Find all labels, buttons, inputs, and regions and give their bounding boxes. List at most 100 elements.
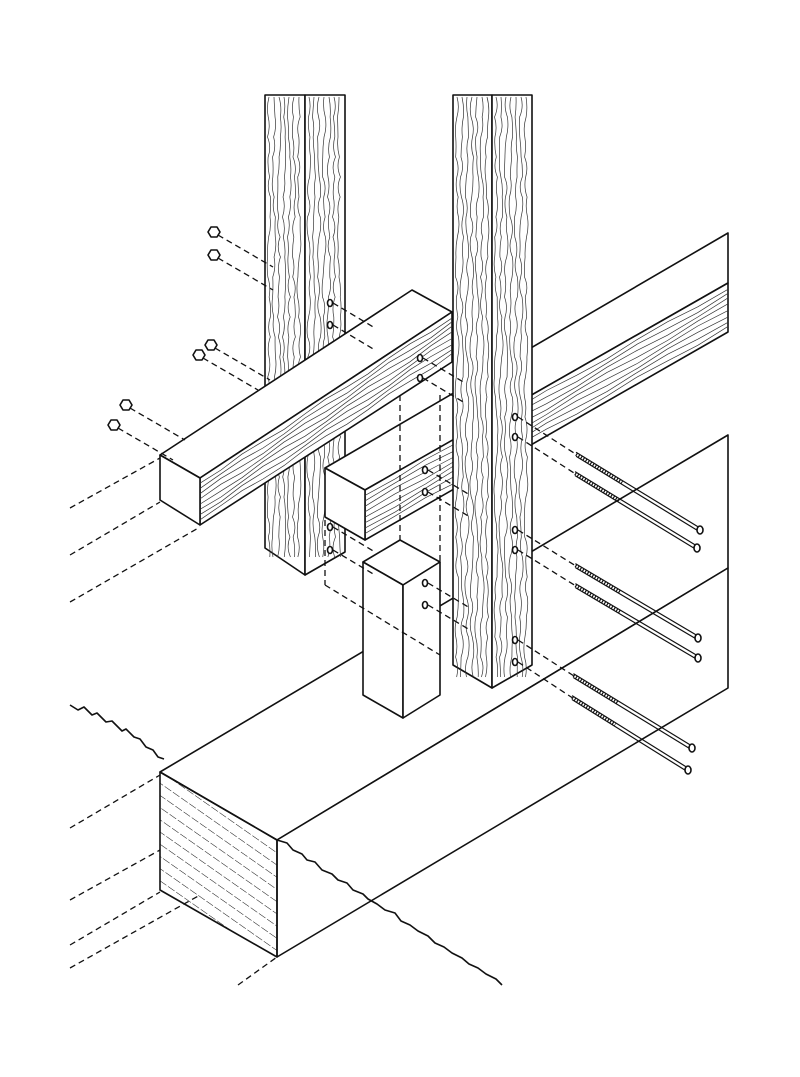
- hex-nut-icon: [192, 349, 206, 361]
- bolt-end: [688, 743, 696, 753]
- bolt-hidden-line: [517, 436, 576, 475]
- grain-line: [296, 96, 302, 558]
- bolt-hidden-line: [217, 234, 274, 268]
- bolt-hole: [421, 487, 429, 497]
- grain-line: [199, 353, 453, 521]
- grain-line: [306, 96, 311, 558]
- grain-line: [199, 344, 453, 510]
- bolt-end: [684, 765, 692, 775]
- bolt-end: [693, 543, 701, 553]
- grain-line: [459, 96, 465, 678]
- grain-line: [364, 326, 729, 534]
- bolt-thread: [574, 564, 622, 595]
- bolt-rod-edge: [575, 567, 699, 641]
- bolt-hole: [416, 373, 424, 383]
- bolt-hole: [326, 522, 334, 532]
- grain-line: [464, 96, 470, 678]
- bolt-hidden-line: [517, 529, 576, 567]
- grain-line: [199, 331, 453, 500]
- bolt-hole: [421, 600, 429, 610]
- bolt-thread: [571, 696, 617, 726]
- footing-extension-lines: [69, 774, 278, 986]
- grain-line: [312, 96, 316, 558]
- right-timber-post: [452, 94, 533, 689]
- grain-line: [364, 293, 729, 502]
- grain-line: [503, 96, 509, 678]
- bolt-hidden-line: [517, 549, 576, 587]
- bolt-hole: [511, 635, 519, 645]
- pier-side: [402, 561, 441, 719]
- grain-line: [287, 96, 292, 558]
- hex-nut-icon: [107, 419, 121, 431]
- hex-nut-icon: [119, 399, 133, 411]
- grain-line: [292, 96, 296, 558]
- hex-nut-icon: [207, 249, 221, 261]
- grain-line: [316, 96, 322, 558]
- hex-nut-icon: [207, 226, 221, 238]
- bolt-hole: [511, 545, 519, 555]
- bolt-rod-edge: [575, 563, 699, 637]
- bolt-hole: [326, 298, 334, 308]
- bolt-end: [694, 633, 702, 643]
- bolt-hidden-line: [517, 661, 573, 699]
- bolt-hidden-line: [332, 324, 376, 351]
- bolt-rod-edge: [575, 455, 701, 533]
- grain-line: [282, 96, 286, 558]
- bolt-hidden-line: [217, 257, 274, 291]
- grain-line: [484, 96, 490, 678]
- bolt-rod-edge: [575, 583, 699, 657]
- bolt-hidden-line: [332, 549, 376, 576]
- bolt-thread: [575, 452, 624, 484]
- bolt-rod-edge: [571, 695, 689, 769]
- grain-line: [474, 96, 480, 678]
- bolt-rod-edge: [571, 699, 689, 773]
- right-post-side: [491, 94, 533, 689]
- grain-line: [199, 349, 453, 515]
- bolt-hidden-line: [422, 357, 466, 384]
- bolt-hidden-line: [427, 491, 471, 518]
- bolt-hidden-line: [332, 526, 376, 553]
- grain-line: [513, 96, 519, 678]
- bolt-hole: [326, 320, 334, 330]
- bolt-hole: [511, 657, 519, 667]
- wood-grain: [454, 96, 529, 678]
- bolt-rod-edge: [573, 673, 693, 747]
- bolt-rod-edge: [575, 451, 701, 529]
- grain-line: [479, 96, 485, 678]
- bolt-thread: [572, 674, 619, 705]
- bolt-hidden-line: [427, 604, 471, 631]
- bolt-rod-edge: [573, 677, 693, 751]
- front-beam-end: [159, 454, 201, 526]
- grain-line: [508, 96, 514, 678]
- hex-nut-icon: [204, 339, 218, 351]
- grain-line: [199, 325, 453, 494]
- grain-line: [364, 310, 729, 518]
- bolt-hidden-line: [517, 639, 574, 677]
- bolt-hole: [421, 578, 429, 588]
- grain-line: [498, 96, 504, 678]
- bolt-end: [694, 653, 702, 663]
- bolt-rod-edge: [574, 471, 698, 547]
- bolt-hidden-line: [427, 582, 471, 609]
- bolt-thread: [574, 584, 622, 615]
- bolt-thread: [574, 472, 622, 503]
- bolt-hidden-line: [332, 302, 376, 329]
- grain-line: [199, 321, 453, 489]
- bolt-hidden-line: [202, 357, 259, 391]
- grain-line: [493, 96, 499, 678]
- bolt-hole: [421, 465, 429, 475]
- grain-line: [276, 96, 282, 558]
- grain-line: [364, 303, 729, 513]
- wood-grain: [199, 317, 453, 521]
- hidden-lines: [69, 395, 441, 656]
- grain-line: [518, 96, 524, 678]
- ground-line-left: [69, 704, 165, 760]
- bolt-rod-edge: [574, 475, 698, 551]
- concrete-pier: [362, 539, 441, 719]
- right-threaded-bolts: [511, 412, 704, 775]
- grain-line: [271, 96, 277, 558]
- grain-line: [364, 288, 729, 496]
- bolt-hidden-line: [427, 469, 471, 496]
- bolt-hole: [511, 412, 519, 422]
